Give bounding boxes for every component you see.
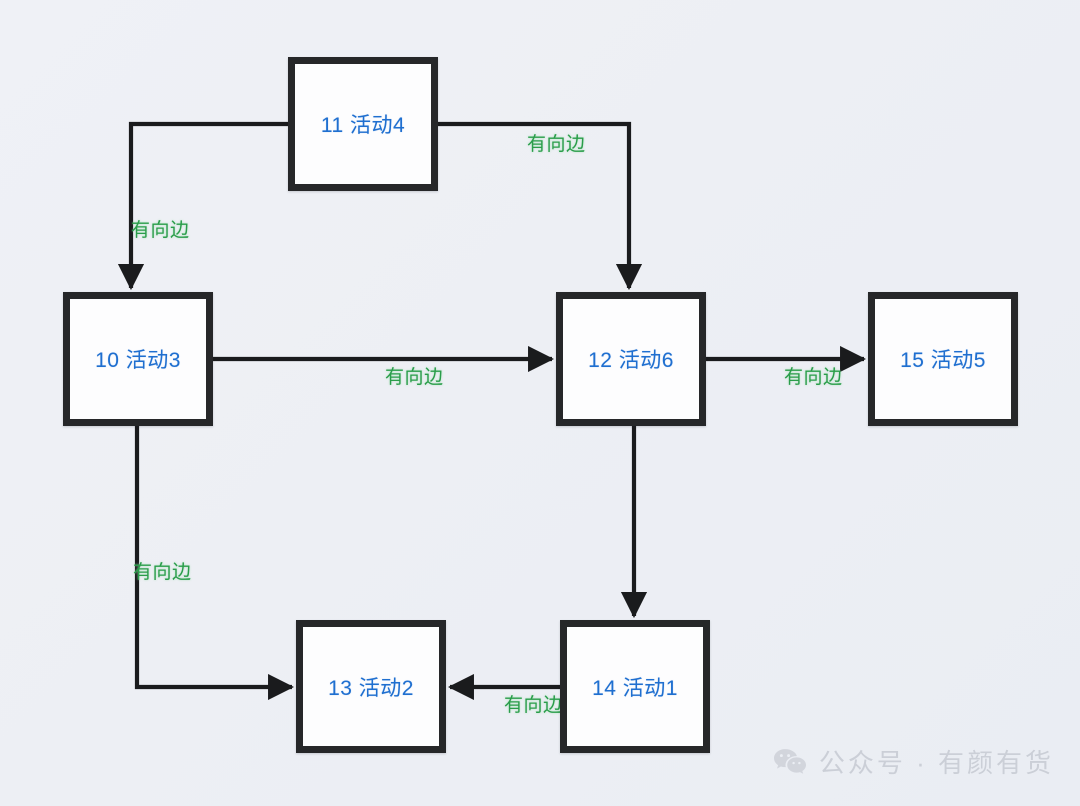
node-13-activity2[interactable]: 13 活动2: [296, 620, 446, 753]
edge-10-to-13: [134, 426, 295, 701]
node-14-label: 14 活动1: [592, 676, 678, 700]
node-10-activity3[interactable]: 10 活动3: [63, 292, 213, 426]
edge-label-10-to-12: 有向边: [385, 367, 444, 388]
node-10-label: 10 活动3: [95, 349, 181, 372]
node-11-label: 11 活动4: [320, 114, 406, 137]
edge-11-to-10: [117, 121, 288, 291]
edge-label-12-to-15: 有向边: [784, 367, 843, 388]
node-15-label: 15 活动5: [900, 349, 986, 372]
node-12-label: 12 活动6: [588, 349, 674, 372]
node-14-activity1[interactable]: 14 活动1: [560, 620, 710, 753]
node-12-activity6[interactable]: 12 活动6: [556, 292, 706, 426]
edge-label-11-to-10: 有向边: [131, 220, 190, 241]
node-13-label: 13 活动2: [328, 676, 414, 700]
edge-label-11-to-12: 有向边: [527, 134, 586, 155]
edge-label-14-to-13: 有向边: [504, 695, 563, 716]
node-11-activity4[interactable]: 11 活动4: [288, 57, 438, 191]
node-15-activity5[interactable]: 15 活动5: [868, 292, 1018, 426]
edge-11-to-12: [438, 121, 643, 291]
edge-label-10-to-13: 有向边: [133, 562, 192, 583]
